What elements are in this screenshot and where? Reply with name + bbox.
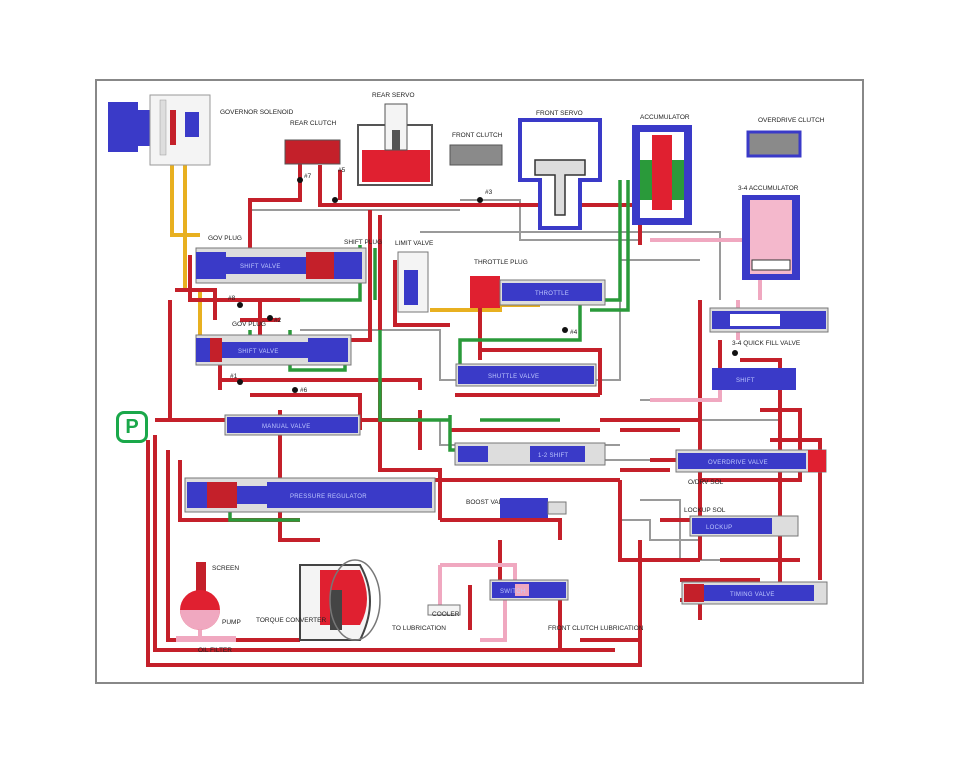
torque-converter: TORQUE CONVERTER <box>256 559 381 641</box>
svg-text:THROTTLE: THROTTLE <box>535 291 569 297</box>
quick-fill-valve-label: 3-4 QUICK FILL VALVE <box>732 340 801 347</box>
ball-4-label: #4 <box>570 329 578 336</box>
central-valve-lower: 1-2 SHIFT <box>454 442 606 466</box>
governor-solenoid-label: GOVERNOR SOLENOID <box>220 109 294 116</box>
cooler-label: COOLER <box>432 611 460 618</box>
limit-valve-label: LIMIT VALVE <box>395 240 434 247</box>
converter-control-valve: SWITCH <box>489 579 569 601</box>
rear-clutch-label: REAR CLUTCH <box>290 120 337 127</box>
ball-1-label: #1 <box>230 373 238 380</box>
svg-text:SHIFT VALVE: SHIFT VALVE <box>240 264 281 270</box>
oil-filter-label: OIL FILTER <box>198 647 232 654</box>
cooler: COOLER TO LUBRICATION FRONT CLUTCH LUBRI… <box>392 604 644 632</box>
lockup-timing-valve: TIMING VALVE <box>681 581 828 605</box>
pressure-regulator-valve: PRESSURE REGULATOR <box>184 477 436 513</box>
front-clutch-lubrication-label: FRONT CLUTCH LUBRICATION <box>548 625 644 632</box>
svg-text:PRESSURE REGULATOR: PRESSURE REGULATOR <box>290 494 367 500</box>
ball-2-label: #2 <box>274 317 282 324</box>
rear-servo-label: REAR SERVO <box>372 92 415 99</box>
governor-solenoid: GOVERNOR SOLENOID <box>108 94 294 166</box>
gov-plug-label-2: GOV PLUG <box>232 321 266 328</box>
odrv-sol-label: O/DRV SOL <box>688 479 724 486</box>
svg-text:SHIFT VALVE: SHIFT VALVE <box>238 349 279 355</box>
central-valve-upper: SHUTTLE VALVE <box>455 363 597 387</box>
pump-assembly: SCREEN PUMP OIL FILTER <box>176 562 241 654</box>
ball-6-label: #6 <box>300 387 308 394</box>
gov-plug-valve-upper: GOV PLUG SHIFT VALVE SHIFT PLUG <box>195 235 382 284</box>
screen-label: SCREEN <box>212 565 239 572</box>
rear-clutch: REAR CLUTCH <box>284 120 341 165</box>
overdrive-clutch: OVERDRIVE CLUTCH <box>746 117 825 158</box>
to-lubrication-label: TO LUBRICATION <box>392 625 446 632</box>
shift-plug-label: SHIFT PLUG <box>344 239 382 246</box>
torque-converter-label: TORQUE CONVERTER <box>256 617 326 624</box>
throttle-valve: THROTTLE PLUG THROTTLE <box>470 259 606 308</box>
gov-plug-label-1: GOV PLUG <box>208 235 242 242</box>
ball-7-label: #7 <box>304 173 312 180</box>
pump-label: PUMP <box>222 619 241 626</box>
front-servo: FRONT SERVO <box>518 110 602 230</box>
boost-valve: BOOST VALVE <box>466 498 567 518</box>
front-clutch-label: FRONT CLUTCH <box>452 132 503 139</box>
accumulator: ACCUMULATOR <box>632 114 692 225</box>
park-badge-button[interactable]: P <box>116 411 148 443</box>
svg-text:TIMING VALVE: TIMING VALVE <box>730 592 775 598</box>
boost-valve-label: BOOST VALVE <box>466 499 511 506</box>
overdrive-valve: OVERDRIVE VALVE O/DRV SOL <box>675 449 827 486</box>
overdrive-clutch-label: OVERDRIVE CLUTCH <box>758 117 825 124</box>
front-servo-label: FRONT SERVO <box>536 110 583 117</box>
front-clutch: FRONT CLUTCH <box>449 132 503 166</box>
gov-plug-valve-lower: GOV PLUG SHIFT VALVE <box>195 321 352 366</box>
svg-text:SWITCH: SWITCH <box>500 589 525 595</box>
svg-text:MANUAL VALVE: MANUAL VALVE <box>262 424 311 430</box>
lockup-valve: LOCKUP SOL LOCKUP <box>684 507 799 537</box>
svg-text:SHIFT: SHIFT <box>736 378 755 384</box>
check-balls: #7 #5 #3 #8 #2 #1 #6 #4 <box>228 167 738 394</box>
throttle-plug-label: THROTTLE PLUG <box>474 259 528 266</box>
shift-valve-right: SHIFT <box>712 368 796 390</box>
svg-text:LOCKUP: LOCKUP <box>706 525 732 531</box>
rear-servo: REAR SERVO <box>357 92 433 186</box>
park-position-icon: P <box>125 415 139 438</box>
svg-text:1-2 SHIFT: 1-2 SHIFT <box>538 453 568 459</box>
accumulator-label: ACCUMULATOR <box>640 114 690 121</box>
svg-text:SHUTTLE VALVE: SHUTTLE VALVE <box>488 374 539 380</box>
svg-text:OVERDRIVE VALVE: OVERDRIVE VALVE <box>708 460 768 466</box>
manual-valve: MANUAL VALVE <box>224 414 361 436</box>
accumulator-3-4: 3-4 ACCUMULATOR <box>738 185 800 280</box>
ball-3-label: #3 <box>485 189 493 196</box>
accumulator-3-4-label: 3-4 ACCUMULATOR <box>738 185 799 192</box>
quick-fill-valve: 3-4 QUICK FILL VALVE <box>709 307 829 347</box>
ball-8-label: #8 <box>228 295 236 302</box>
limit-valve: LIMIT VALVE <box>395 240 434 313</box>
ball-5-label: #5 <box>338 167 346 174</box>
lockup-sol-label: LOCKUP SOL <box>684 507 726 514</box>
